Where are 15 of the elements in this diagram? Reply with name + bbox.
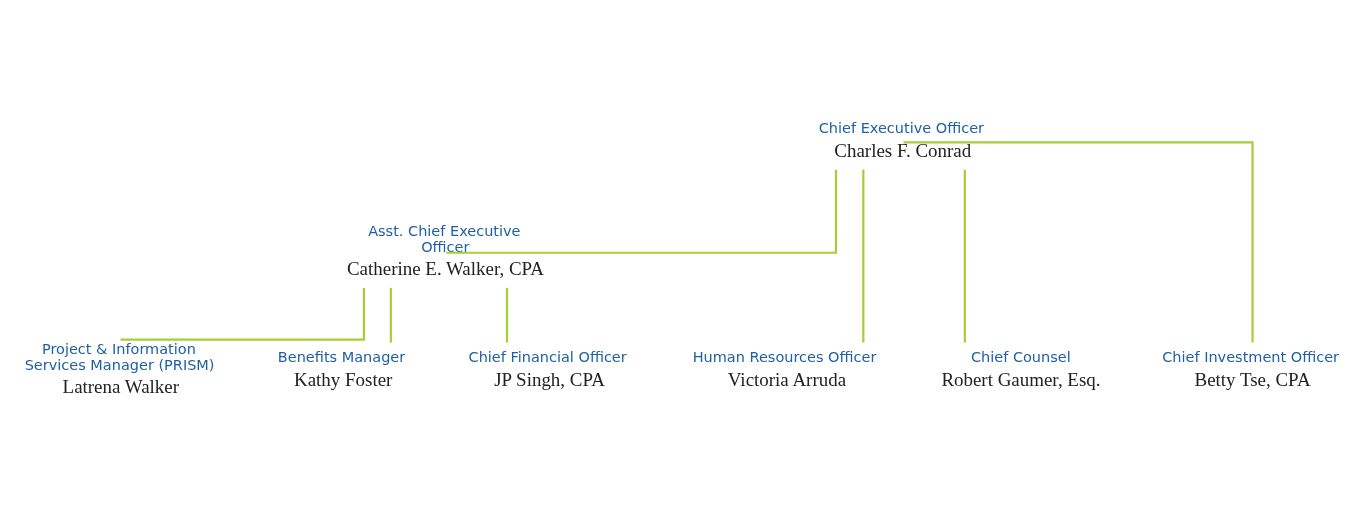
node-text: Chief Financial Officer JP Singh, CPA bbox=[468, 348, 627, 390]
node-text: Chief Counsel Robert Gaumer, Esq. bbox=[940, 348, 1101, 390]
node-text: Project & Information Services Manager (PRISM) Latrena Walker bbox=[24, 340, 215, 397]
connector bbox=[963, 169, 966, 343]
node-text: Asst. Chief Executive Officer Catherine E. Walker, CPA bbox=[346, 222, 544, 279]
connector bbox=[445, 169, 837, 254]
connector bbox=[861, 169, 864, 343]
connector bbox=[903, 140, 1254, 343]
node-text: Chief Investment Officer Betty Tse, CPA bbox=[1161, 348, 1339, 390]
node-text: Chief Executive Officer Charles F. Conrad bbox=[818, 119, 984, 161]
connector bbox=[120, 287, 365, 341]
node-text: Benefits Manager Kathy Foster bbox=[277, 348, 405, 390]
connector bbox=[505, 287, 508, 343]
connector bbox=[389, 287, 392, 343]
node-text: Human Resources Officer Victoria Arruda bbox=[692, 348, 876, 390]
